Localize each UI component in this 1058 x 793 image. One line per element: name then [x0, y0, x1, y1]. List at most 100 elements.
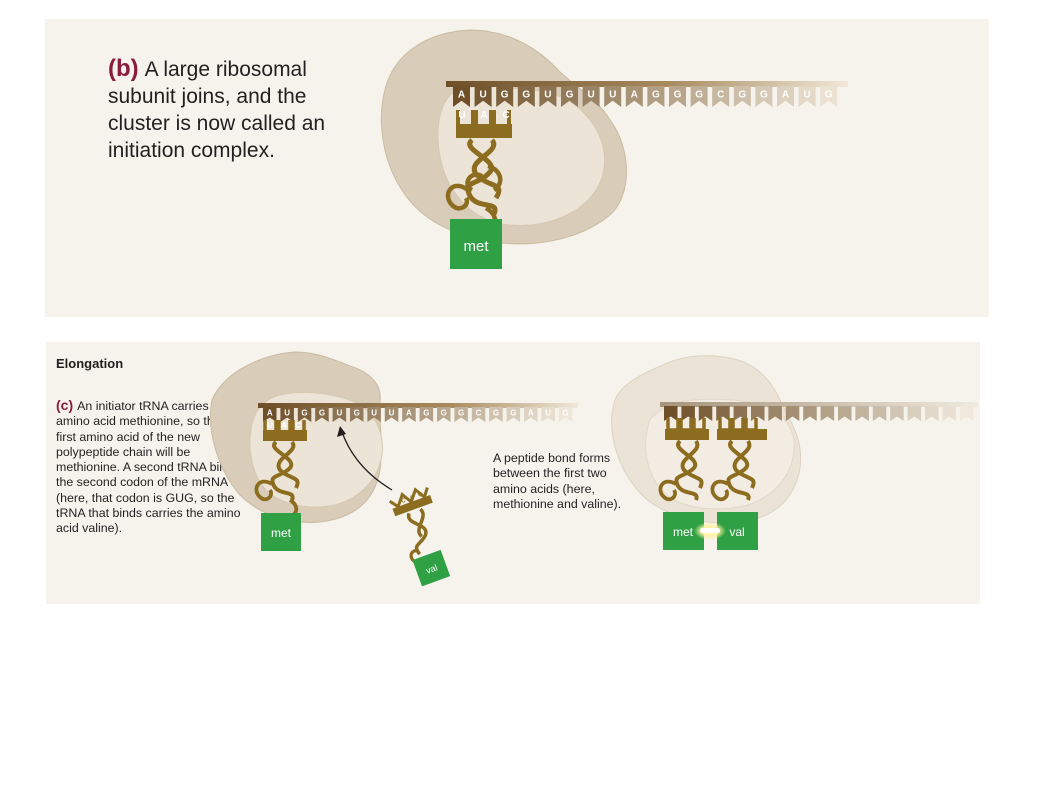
amino-acid-label: val: [425, 562, 439, 575]
codon-flag: [541, 407, 555, 422]
nucleotide-letter: G: [301, 408, 307, 417]
codon-flag: [942, 406, 956, 421]
codon-flag: [419, 407, 434, 422]
codon-flag: [332, 407, 347, 422]
nucleotide-letter: G: [738, 90, 746, 101]
nucleotide-letter: A: [782, 90, 789, 101]
trna-incoming-valine: C A C: [388, 487, 433, 565]
amino-acid-val-incoming: val: [412, 549, 451, 587]
codon-flag: [647, 86, 665, 107]
codon-flag: [820, 406, 835, 421]
nucleotide-letter: U: [284, 408, 290, 417]
arrow-incoming-trna: [337, 426, 393, 491]
codon-flag: [263, 407, 277, 422]
anticodon-letter: A: [409, 495, 416, 502]
codon-flag: [506, 407, 521, 422]
codon-flag: [402, 407, 416, 422]
codon-flag: [367, 407, 381, 422]
anticodon-c: U A C: [267, 421, 301, 430]
codon-flag: [297, 407, 312, 422]
nucleotide-letter: G: [423, 408, 429, 417]
anticodon-letter: U: [458, 110, 465, 121]
nucleotide-letter: A: [631, 90, 638, 101]
codon-flag: [453, 86, 470, 107]
nucleotide-letter: G: [354, 408, 360, 417]
amino-acid-label: met: [271, 526, 292, 540]
nucleotide-letter: A: [267, 408, 273, 417]
codon-flag: [820, 86, 838, 107]
anticodon-letter: C: [295, 421, 301, 430]
anticodon-letter: C: [502, 110, 509, 121]
codon-flag: [798, 86, 816, 107]
peptide-bond-glow: [694, 522, 726, 540]
panel-b-label: (b): [108, 55, 139, 82]
panel-b-caption-block: (b)A large ribosomal subunit joins, and …: [108, 55, 368, 164]
codon-flag: [755, 86, 773, 107]
nucleotide-letter: G: [695, 90, 703, 101]
codon-flag: [517, 86, 535, 107]
codon-flag: [454, 407, 468, 422]
nucleotide-letter: C: [717, 90, 724, 101]
nucleotide-letter: G: [493, 408, 499, 417]
nucleotide-letter: G: [522, 90, 530, 101]
nucleotide-letter: G: [441, 408, 447, 417]
codon-flag: [315, 407, 329, 422]
nucleotide-letter: U: [587, 90, 594, 101]
anticodon-b: U A C: [458, 110, 509, 121]
codon-flag: [907, 406, 922, 421]
codon-flag: [489, 407, 503, 422]
codon-flag: [690, 86, 708, 107]
nucleotide-letter: G: [458, 408, 464, 417]
panel-c-caption: An initiator tRNA carries the amino acid…: [56, 399, 241, 536]
codon-flag: [872, 406, 887, 421]
codon-flag: [768, 406, 782, 421]
codon-flag: [582, 86, 600, 107]
amino-acid-met-b: met: [450, 219, 502, 269]
trna-site-1-right: [658, 418, 709, 502]
codon-flag: [524, 407, 538, 422]
nucleotide-letter: U: [609, 90, 616, 101]
nucleotide-letter: G: [825, 90, 833, 101]
codon-flag: [959, 406, 974, 421]
nucleotide-letter: U: [544, 90, 551, 101]
codon-flag: [838, 406, 852, 421]
trna-site-2-right: [710, 418, 767, 502]
codon-flag: [471, 407, 486, 422]
anticodon-letter: C: [418, 492, 425, 499]
codon-flag: [539, 86, 557, 107]
amino-acid-label: met: [463, 238, 489, 255]
nucleotide-letter: G: [674, 90, 682, 101]
amino-acid-label: val: [729, 525, 744, 539]
amino-acid-label: met: [673, 525, 694, 539]
codon-flag: [803, 406, 817, 421]
nucleotide-letter: G: [760, 90, 768, 101]
codon-flag: [496, 86, 514, 107]
nucleotide-letter: U: [336, 408, 342, 417]
anticodon-letter: U: [267, 421, 273, 430]
codon-flag: [855, 406, 869, 421]
codon-flag: [681, 406, 695, 421]
elongation-heading: Elongation: [56, 356, 124, 371]
nucleotide-letter: U: [545, 408, 551, 417]
nucleotide-letter: A: [458, 90, 465, 101]
amino-acid-met-right: met: [663, 512, 704, 550]
codon-flag: [925, 406, 939, 421]
panel-c-label: (c): [56, 397, 74, 413]
nucleotide-letter: U: [479, 90, 486, 101]
nucleotide-letter: U: [371, 408, 377, 417]
codon-flag: [350, 407, 364, 422]
anticodon-letter: C: [401, 498, 408, 505]
codon-flag: [664, 406, 678, 421]
codon-flag: [777, 86, 794, 107]
mrna-strand-right: [660, 402, 978, 421]
codon-flag: [712, 86, 730, 107]
anticodon-letter: A: [281, 421, 287, 430]
codon-flag: [785, 406, 800, 421]
codon-flag: [558, 407, 573, 422]
anticodon-letter: A: [480, 110, 487, 121]
nucleotide-letter: G: [562, 408, 568, 417]
codon-flag: [561, 86, 578, 107]
codon-flag: [751, 406, 765, 421]
